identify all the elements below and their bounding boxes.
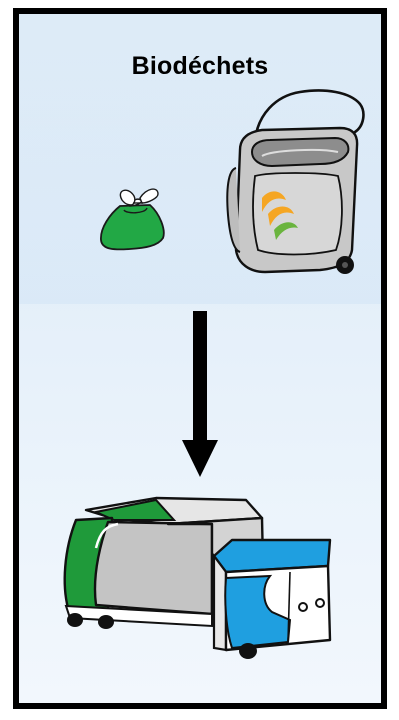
- biowaste-bag-icon: [100, 188, 165, 251]
- panel-title: Biodéchets: [131, 52, 269, 80]
- collection-bin-icon: [226, 89, 365, 274]
- down-arrow-icon: [182, 311, 218, 477]
- collection-truck-icon: [63, 496, 332, 659]
